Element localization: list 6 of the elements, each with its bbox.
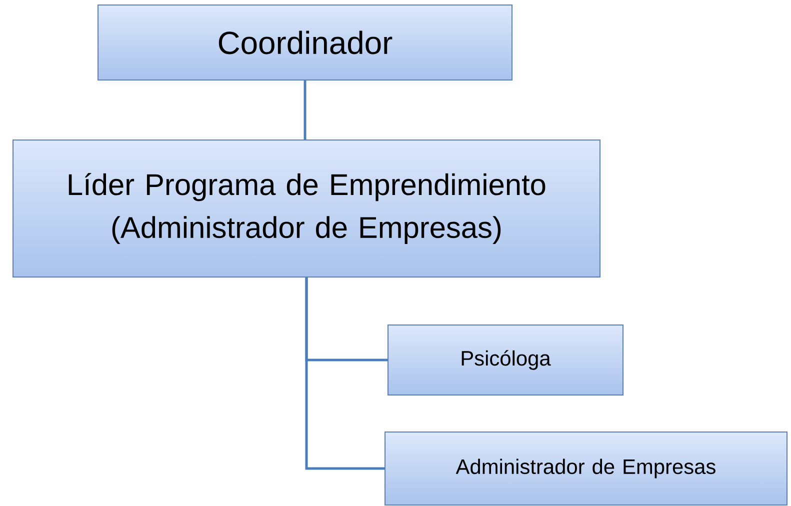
connector-line xyxy=(305,278,384,470)
org-box: Psicóloga xyxy=(388,324,624,396)
connector-line xyxy=(304,80,306,140)
org-box: Coordinador xyxy=(98,4,512,80)
org-box: Administrador de Empresas xyxy=(384,432,788,506)
org-box: Líder Programa de Emprendimiento (Administrador de Empresas) xyxy=(12,140,600,278)
